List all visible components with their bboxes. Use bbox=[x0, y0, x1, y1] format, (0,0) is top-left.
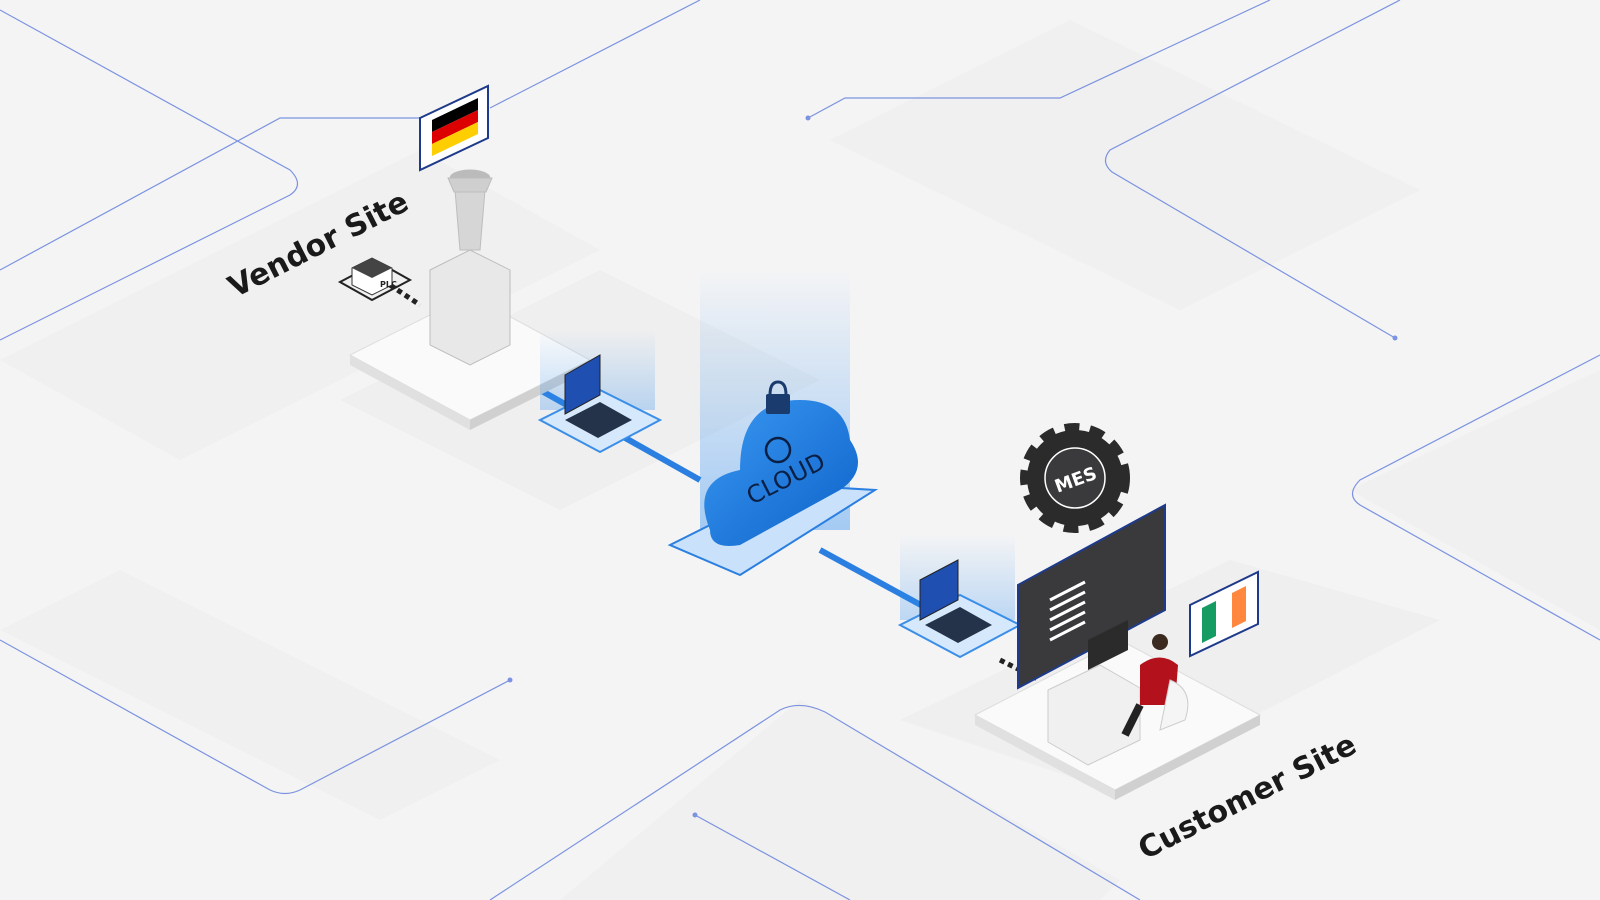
flag-germany bbox=[419, 84, 489, 172]
computer-monitor-icon bbox=[1088, 620, 1128, 670]
dashboard-screen bbox=[1017, 503, 1166, 690]
circuit-dots bbox=[507, 115, 1398, 818]
cloud-icon bbox=[704, 400, 858, 546]
cloud-platform: CLOUD bbox=[667, 270, 879, 577]
plc-device: PLC bbox=[337, 257, 413, 302]
gateway-device-vendor bbox=[537, 330, 663, 454]
plc-label: PLC bbox=[380, 280, 397, 289]
brand-logo-icon bbox=[764, 436, 792, 464]
lock-icon bbox=[766, 380, 790, 414]
mes-gear-icon: MES bbox=[1020, 423, 1130, 533]
flag-ireland bbox=[1189, 570, 1259, 658]
industrial-machine-icon bbox=[429, 169, 511, 366]
operator-person bbox=[1121, 634, 1189, 737]
gateway-device-customer bbox=[897, 535, 1023, 659]
document-lines-icon bbox=[1049, 580, 1086, 642]
